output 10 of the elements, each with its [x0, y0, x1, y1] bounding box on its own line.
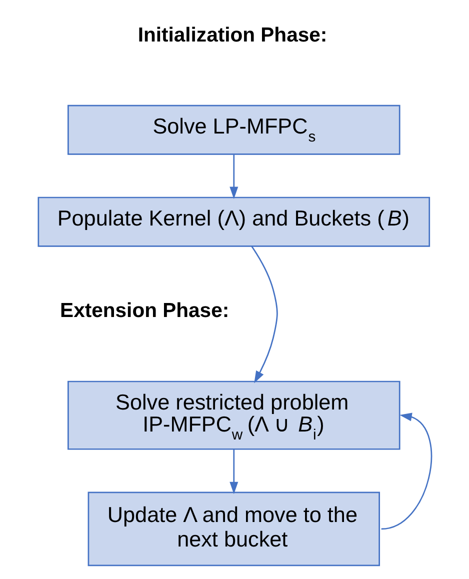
node-box: Populate Kernel (Λ) and Buckets (B)	[37, 196, 430, 247]
arrow	[380, 412, 432, 530]
node-box: Solve restricted problem IP-MFPC$_{w}$ (Λ ∪ B$_{i}$)	[67, 380, 400, 450]
node-box: Update Λ and move to the next bucket	[87, 492, 380, 566]
label: Extension Phase:	[60, 300, 229, 322]
arrow	[250, 246, 278, 384]
node-box: Solve LP-MFPC$_{s}$	[67, 104, 400, 155]
label: Initialization Phase:	[137, 24, 327, 46]
arrow	[229, 449, 238, 494]
arrow	[229, 154, 238, 199]
